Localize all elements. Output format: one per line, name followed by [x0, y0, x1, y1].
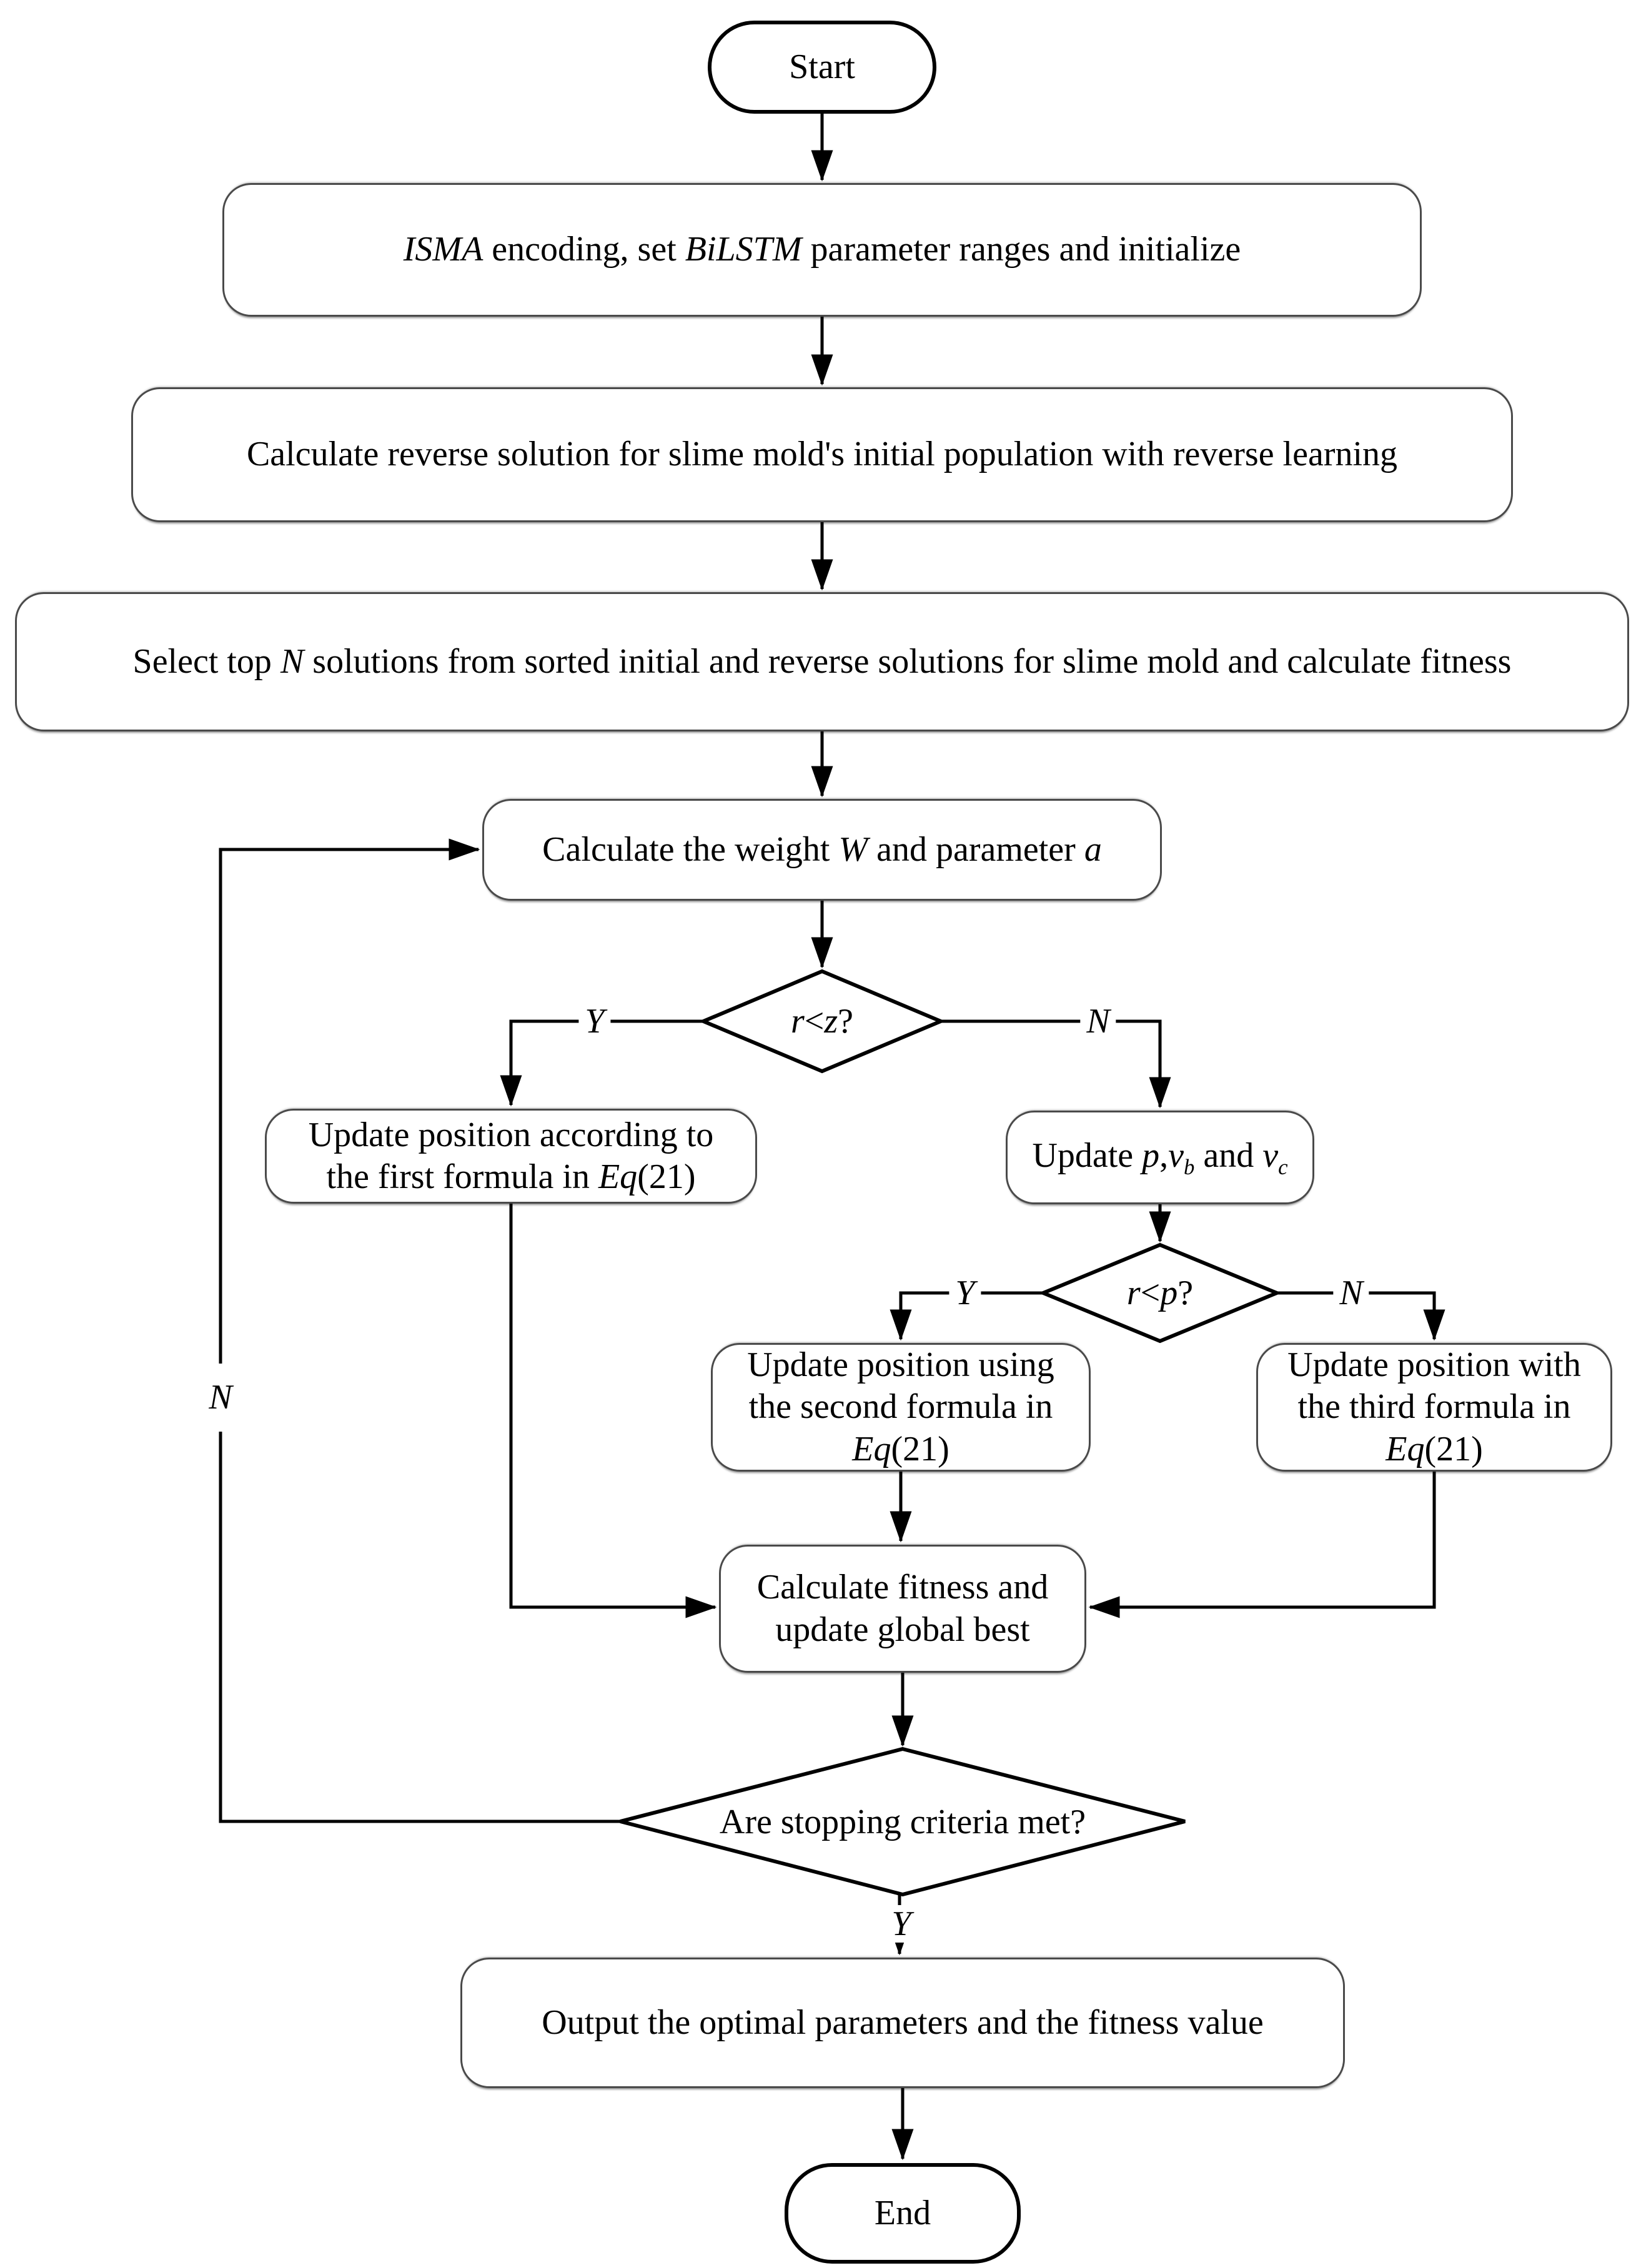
first-formula-text: Update position according to the first f…	[308, 1115, 714, 1196]
edge-stop-no-loop-vertical	[219, 838, 480, 1364]
rz-decision-shape	[698, 969, 946, 1074]
third-formula-text: Update position with the third formula i…	[1287, 1345, 1581, 1468]
stop-no-label: N	[202, 1379, 239, 1416]
edge-stop-no-loop-horizontal	[219, 1432, 620, 1823]
rp-decision-label: r < p?	[1126, 1274, 1194, 1312]
edge-rz-yes-to-first-formula	[500, 1019, 703, 1107]
edge-first-formula-to-fitness	[509, 1204, 717, 1618]
init-process: ISMA encoding, set BiLSTM parameter rang…	[222, 183, 1422, 317]
stop-decision-shape	[620, 1746, 1186, 1897]
second-formula-text: Update position using the second formula…	[747, 1345, 1054, 1468]
third-formula-process: Update position with the third formula i…	[1256, 1343, 1612, 1472]
stop-decision-label: Are stopping criteria met?	[719, 1802, 1086, 1841]
edge-third-formula-to-fitness	[1088, 1472, 1436, 1618]
fitness-update-text: Calculate fitness and update global best	[756, 1568, 1049, 1649]
start-label: Start	[789, 47, 855, 86]
reverse-learning-text: Calculate reverse solution for slime mol…	[246, 435, 1398, 474]
stop-yes-label: Y	[885, 1905, 918, 1943]
start-terminal: Start	[708, 21, 936, 114]
update-pvbvc-process: Update p,vb and vc	[1006, 1111, 1314, 1204]
edge-rp-no-to-third-formula	[1277, 1291, 1445, 1341]
end-terminal: End	[785, 2163, 1021, 2264]
edge-rz-no-to-update-pvv	[941, 1019, 1171, 1109]
end-label: End	[874, 2193, 931, 2232]
rp-no-label: N	[1333, 1274, 1369, 1312]
output-process: Output the optimal parameters and the fi…	[460, 1958, 1345, 2088]
rp-decision-shape	[1038, 1242, 1282, 1344]
output-text: Output the optimal parameters and the fi…	[542, 2003, 1264, 2042]
second-formula-process: Update position using the second formula…	[711, 1343, 1091, 1472]
rp-yes-label: Y	[949, 1274, 981, 1312]
weight-parameter-text: Calculate the weight W and parameter a	[542, 829, 1102, 869]
edge-rp-yes-to-second-formula	[890, 1291, 1043, 1341]
select-top-n-text: Select top N solutions from sorted initi…	[132, 641, 1512, 681]
rz-no-label: N	[1080, 1003, 1116, 1040]
reverse-learning-process: Calculate reverse solution for slime mol…	[131, 387, 1513, 522]
first-formula-process: Update position according to the first f…	[265, 1109, 757, 1204]
update-pvbvc-text: Update p,vb and vc	[1032, 1136, 1288, 1179]
init-process-text: ISMA encoding, set BiLSTM parameter rang…	[403, 230, 1241, 269]
rz-yes-label: Y	[578, 1003, 611, 1040]
fitness-update-process: Calculate fitness and update global best	[719, 1545, 1086, 1673]
rz-decision-label: r < z?	[790, 1002, 854, 1041]
weight-parameter-process: Calculate the weight W and parameter a	[482, 799, 1162, 901]
select-top-n-process: Select top N solutions from sorted initi…	[15, 592, 1629, 731]
